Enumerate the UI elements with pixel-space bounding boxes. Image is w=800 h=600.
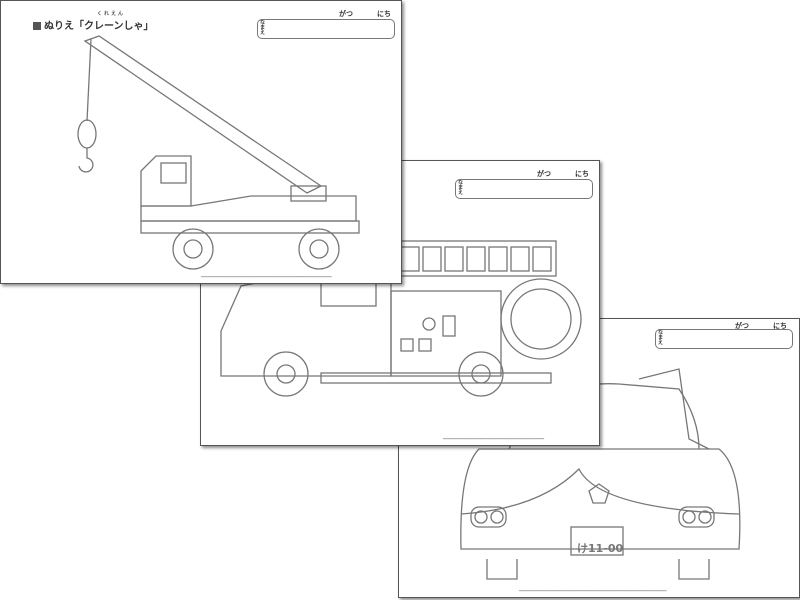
day-label: にち xyxy=(575,170,589,178)
title-text: ぬりえ「クレーンしゃ」 xyxy=(44,21,154,32)
name-label: なまえ xyxy=(260,20,266,36)
day-label: にち xyxy=(377,10,391,18)
name-field[interactable]: なまえ xyxy=(655,329,793,349)
title-ruby: くれえん xyxy=(97,11,126,17)
police-car-drawing xyxy=(460,368,741,580)
crane-truck-drawing xyxy=(77,35,360,270)
month-label: がつ xyxy=(537,170,551,178)
day-label: にち xyxy=(773,322,787,330)
name-label: なまえ xyxy=(458,180,464,196)
footer-credit: ━━━━━━━━━━━━━━━━━━━━━━━━━━━━━━━━━━━━━━━━… xyxy=(201,275,332,279)
footer-credit: ━━━━━━━━━━━━━━━━━━━━━━━━━━━━━━━━━━━━━━━━… xyxy=(519,589,667,593)
sheet-title: ぬりえ「クレーンしゃ」 くれえん xyxy=(33,11,154,32)
month-label: がつ xyxy=(339,10,353,18)
coloring-sheet-crane: ぬりえ「クレーンしゃ」 くれえん がつ にち なまえ ━━━━━━━━━━━━━━… xyxy=(0,0,402,284)
footer-credit: ━━━━━━━━━━━━━━━━━━━━━━━━━━━━━━━━━━━━━━━━… xyxy=(443,437,545,441)
square-bullet-icon xyxy=(33,22,41,30)
license-plate-text: け11-00 xyxy=(577,542,624,555)
name-field[interactable]: なまえ xyxy=(257,19,395,39)
name-label: なまえ xyxy=(658,330,664,346)
month-label: がつ xyxy=(735,322,749,330)
name-field[interactable]: なまえ xyxy=(455,179,593,199)
